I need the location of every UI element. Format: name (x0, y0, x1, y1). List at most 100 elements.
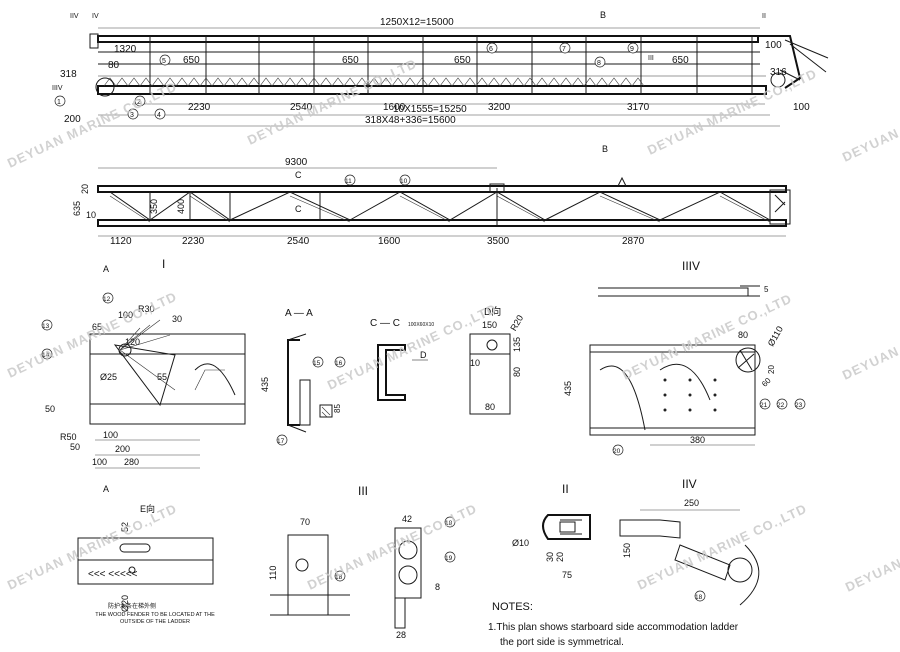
elevation-bottom-dim: 2230 (182, 236, 205, 247)
detail-i-dim: 50 (70, 442, 80, 452)
plan-right-dim: 316 (770, 67, 787, 78)
detail-iii-title: III (358, 484, 368, 498)
detail-iiv-dim: 250 (684, 498, 699, 508)
plan-overall-mid-dim: 10X1555=15250 (393, 104, 467, 115)
callout: 4 (157, 112, 161, 119)
section-a-a: A — A 435 85 15 16 17 (260, 308, 346, 446)
plan-spacing-dim: 650 (454, 55, 471, 66)
callout: 16 (335, 360, 343, 367)
plan-bottom-dim: 3170 (627, 102, 650, 113)
detail-e-dim: 52 (120, 522, 130, 532)
detail-i-dim: 120 (125, 337, 140, 347)
detail-e: E向 <<< <<<<< 52 Ø20 防护木条在梯外侧 THE WOOD FE… (77, 503, 215, 625)
section-c-c: C — C 100X60X10 D (370, 318, 434, 401)
detail-i-dim: R50 (60, 432, 77, 442)
callout: 10 (400, 178, 408, 185)
plan-left-dim: 80 (108, 60, 120, 71)
callout: 20 (613, 448, 621, 455)
detail-d-dim: 150 (482, 320, 497, 330)
detail-iiiv-dim: Ø110 (766, 324, 785, 347)
detail-iiiv-dim: 435 (563, 381, 573, 396)
plan-detail-mark: II (762, 13, 766, 20)
watermark-text: DEYUAN MARINE CO.,LTD (840, 73, 900, 165)
callout: 3 (130, 112, 134, 119)
callout: 7 (562, 46, 566, 53)
elevation-left-dim: 10 (86, 210, 96, 220)
detail-iii-dim: 8 (435, 582, 440, 592)
detail-e-dim: Ø20 (120, 595, 130, 612)
elevation-bottom-dim: 2540 (287, 236, 310, 247)
detail-d-dim: 135 (512, 337, 522, 352)
detail-i-section-a: A (103, 484, 109, 494)
callout: 6 (489, 46, 493, 53)
section-d-arrow: D (420, 350, 427, 360)
elevation-left-dim: 20 (80, 184, 90, 194)
detail-i-dim: 65 (92, 322, 102, 332)
elevation-bottom-dim: 1600 (378, 236, 401, 247)
detail-ii-dim: Ø10 (512, 538, 529, 548)
detail-e-arrows: <<< <<<<< (88, 569, 138, 580)
callout: 5 (162, 58, 166, 65)
detail-i-dim: 200 (115, 444, 130, 454)
elevation-section-c: C (295, 204, 302, 214)
detail-iii-dim: 28 (396, 630, 406, 640)
detail-ii-dim: 75 (562, 570, 572, 580)
callout: 12 (103, 296, 111, 303)
detail-i-dim: 280 (124, 457, 139, 467)
detail-i-dim: 55 (157, 372, 167, 382)
detail-d-dim: R20 (508, 313, 525, 332)
detail-iiv-dim: 150 (622, 543, 632, 558)
callout: 23 (795, 402, 803, 409)
watermark-text: DEYUAN MARINE CO.,LTD (5, 289, 179, 381)
elevation-left-dim: 635 (72, 201, 82, 216)
detail-iiiv-title: IIIV (682, 259, 700, 273)
plan-detail-mark: IV (92, 13, 99, 20)
detail-iiv-title: IIV (682, 477, 697, 491)
callout: 22 (777, 402, 785, 409)
detail-iii-dim: 42 (402, 514, 412, 524)
plan-overall-top-dim: 1250X12=15000 (380, 17, 454, 28)
elevation-bottom-dim: 3500 (487, 236, 510, 247)
plan-spacing-dim: 650 (342, 55, 359, 66)
callout: 2 (137, 99, 141, 106)
detail-e-caption: THE WOOD FENDER TO BE LOCATED AT THE OUT… (95, 612, 215, 625)
plan-left-dim: 318 (60, 69, 77, 80)
detail-iiiv-dim: 80 (738, 330, 748, 340)
callout: 18 (335, 574, 343, 581)
elevation-bottom-dim: 1120 (110, 236, 132, 247)
plan-left-dim: 1320 (114, 44, 137, 55)
section-aa-title: A — A (285, 308, 313, 319)
plan-spacing-dim: 650 (183, 55, 200, 66)
watermark-text: DEYUAN MARINE CO.,LTD (843, 503, 900, 595)
detail-iii-dim: 110 (268, 566, 278, 580)
detail-d-dim: 80 (512, 367, 522, 377)
detail-i-title: I (162, 257, 165, 271)
callout: 17 (277, 438, 285, 445)
elevation-bottom-dim: 2870 (622, 236, 645, 247)
notes: NOTES: 1.This plan shows starboard side … (488, 601, 739, 648)
callout: 13 (42, 323, 50, 330)
plan-section-b-top: B (600, 10, 606, 20)
elevation-mid-dim: 400 (176, 199, 186, 214)
detail-ii-dim: 20 (555, 552, 565, 562)
detail-iiiv-dim: 60 (760, 376, 773, 389)
plan-section-b-bottom: B (602, 144, 608, 154)
detail-iii: III 70 110 18 42 8 28 18 19 (268, 484, 456, 640)
notes-line-1: 1.This plan shows starboard side accommo… (488, 622, 739, 633)
plan-right-dim: 100 (793, 102, 810, 113)
callout: 18 (445, 520, 453, 527)
detail-i-dim: 100 (118, 310, 133, 320)
callout: 18 (695, 594, 703, 601)
detail-ii: II Ø10 30 20 75 (512, 482, 591, 580)
plan-left-dim: 200 (64, 114, 81, 125)
notes-line-2: the port side is symmetrical. (500, 637, 624, 648)
side-elevation: 9300 C C 20 635 10 350 400 1120 2230 254… (72, 157, 791, 247)
detail-ii-title: II (562, 482, 569, 496)
detail-iiiv: IIIV 5 80 Ø110 20 60 435 380 20 21 22 23 (563, 259, 806, 456)
detail-iii-dim: 70 (300, 517, 310, 527)
plan-detail-mark: IIIV (52, 85, 63, 92)
plan-view: 1250X12=15000 10X1555=15250 318X48+336=1… (52, 10, 829, 154)
detail-d-dim: 10 (470, 358, 480, 368)
watermark-text: DEYUAN MARINE CO.,LTD (305, 501, 479, 593)
detail-iiiv-dim: 380 (690, 435, 705, 445)
